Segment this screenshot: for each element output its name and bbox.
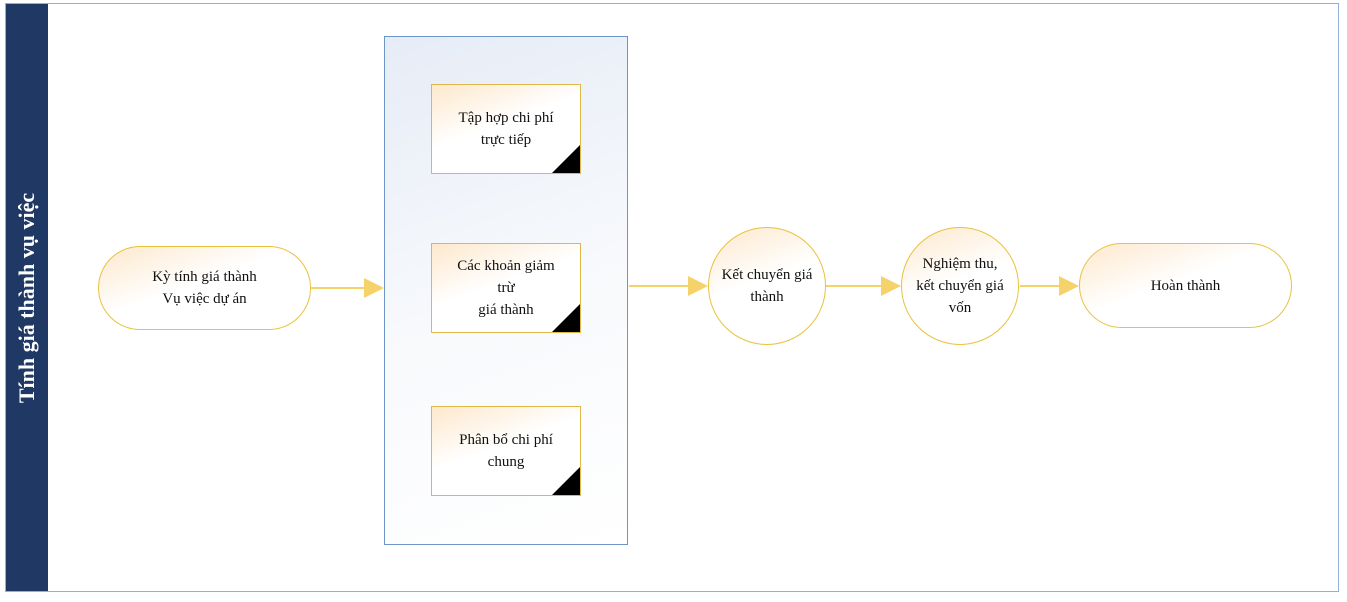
- node-label: Kết chuyển giá thành: [721, 267, 813, 305]
- start-label: Kỳ tính giá thành Vụ việc dự án: [152, 269, 257, 307]
- node-label: Nghiệm thu, kết chuyển giá vốn: [916, 256, 1004, 316]
- start-event[interactable]: Kỳ tính giá thành Vụ việc dự án: [98, 246, 311, 330]
- swimlane-header: Tính giá thành vụ việc: [6, 4, 48, 591]
- task-allocate-overhead[interactable]: Phân bổ chi phí chung: [431, 406, 581, 496]
- task-marker-icon: [552, 145, 580, 173]
- task-marker-icon: [552, 467, 580, 495]
- task-direct-costs[interactable]: Tập hợp chi phí trực tiếp: [431, 84, 581, 174]
- task-label: Các khoản giảm trừ giá thành: [457, 258, 555, 318]
- acceptance-node[interactable]: Nghiệm thu, kết chuyển giá vốn: [901, 227, 1019, 345]
- transfer-cost-node[interactable]: Kết chuyển giá thành: [708, 227, 826, 345]
- task-marker-icon: [552, 304, 580, 332]
- end-event[interactable]: Hoàn thành: [1079, 243, 1292, 328]
- task-label: Tập hợp chi phí trực tiếp: [458, 110, 554, 148]
- diagram-frame: [5, 3, 1339, 592]
- end-label: Hoàn thành: [1150, 277, 1221, 294]
- task-cost-deductions[interactable]: Các khoản giảm trừ giá thành: [431, 243, 581, 333]
- task-label: Phân bổ chi phí chung: [459, 432, 553, 470]
